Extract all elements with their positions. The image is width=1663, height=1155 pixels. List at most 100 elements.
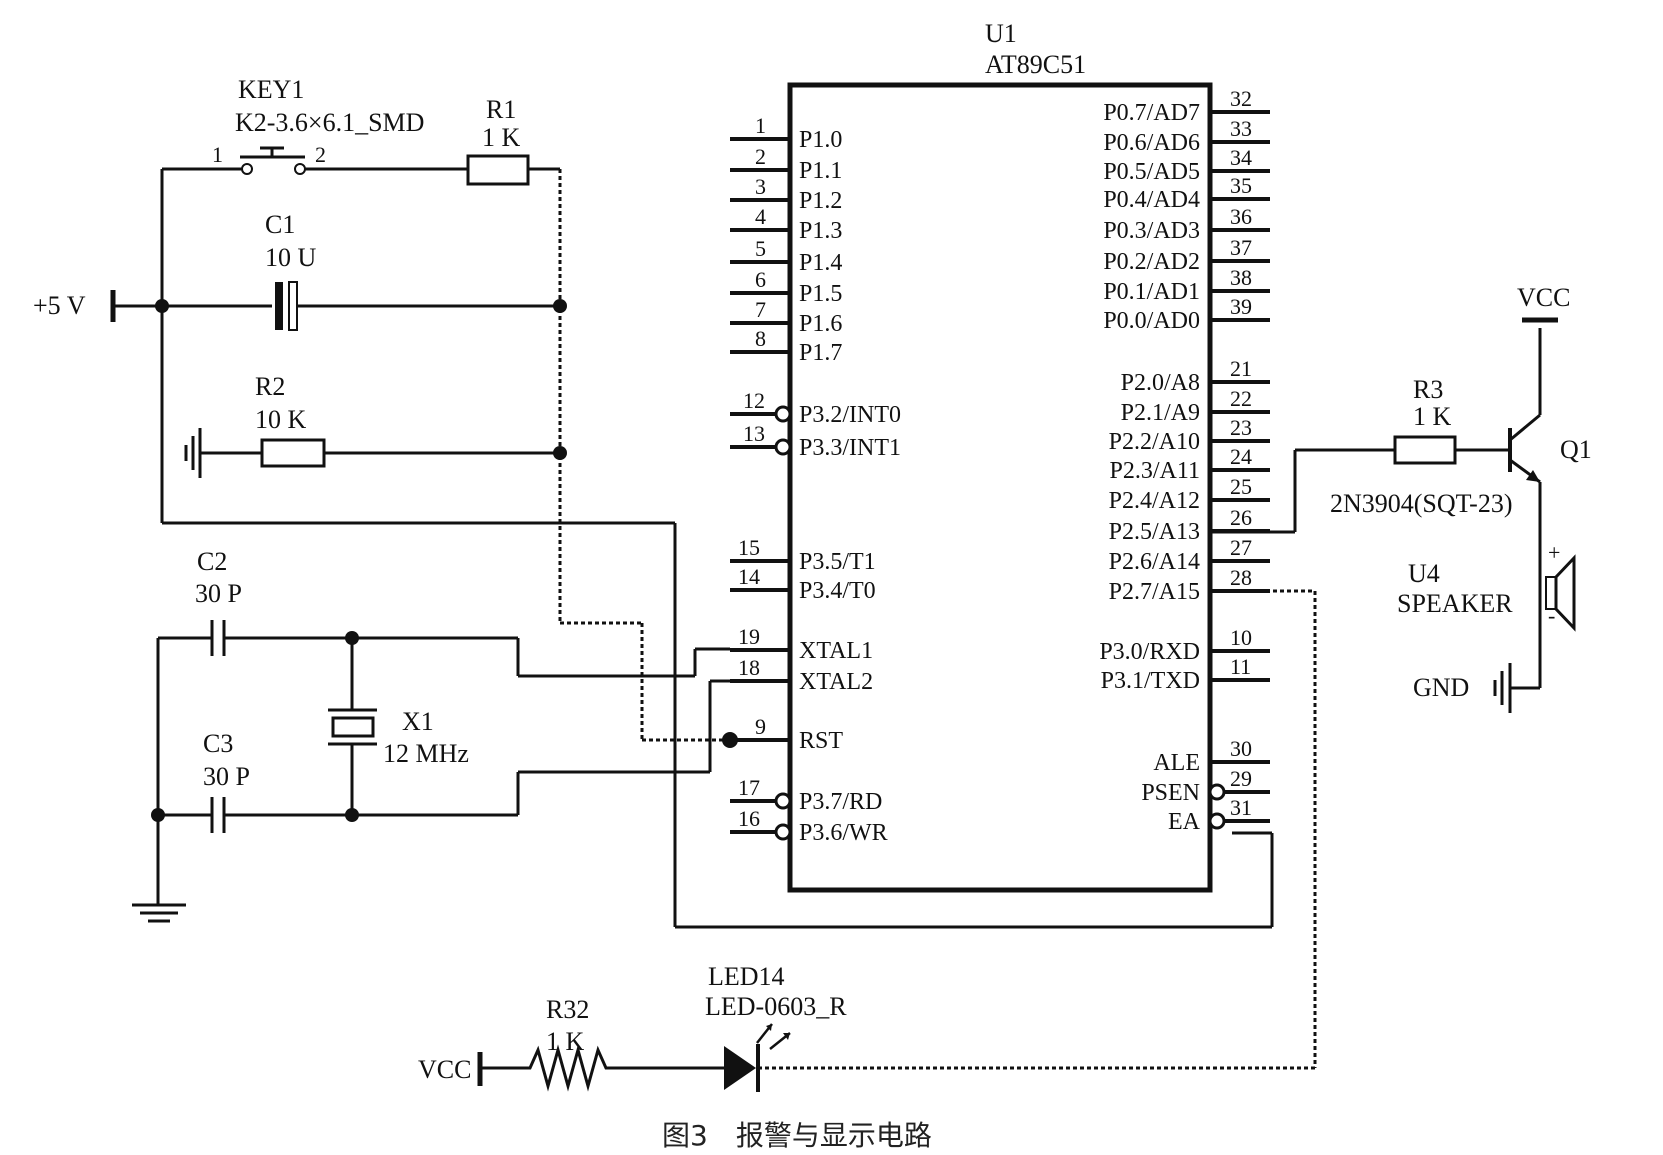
r3-resistor: [1393, 435, 1457, 465]
q1-transistor: [1508, 328, 1542, 560]
led14-part-label: LED-0603_R: [705, 992, 847, 1021]
mcu-pin-name: P2.6/A14: [1109, 549, 1200, 575]
mcu-pin-number: 34: [1230, 145, 1252, 170]
mcu-pin-number: 14: [738, 564, 760, 589]
mcu-pin-number: 29: [1230, 766, 1252, 791]
mcu-pin-number: 4: [755, 204, 766, 229]
mcu-pin-name: P3.3/INT1: [799, 435, 901, 461]
q1-part-label: 2N3904(SQT-23): [1330, 489, 1512, 518]
mcu-pin-3: 3P1.2: [730, 174, 842, 214]
mcu-pin-number: 25: [1230, 474, 1252, 499]
r32-resistor: [520, 1044, 612, 1092]
mcu-pin-number: 3: [755, 174, 766, 199]
svg-text:-: -: [1548, 603, 1555, 628]
vcc-led-label: VCC: [418, 1055, 471, 1084]
vcc-top-label: VCC: [1517, 283, 1570, 312]
mcu-pin-number: 6: [755, 267, 766, 292]
mcu-pin-number: 5: [755, 236, 766, 261]
mcu-pin-number: 9: [755, 714, 766, 739]
mcu-pin-number: 30: [1230, 736, 1252, 761]
mcu-pin-number: 7: [755, 297, 766, 322]
reset-circuit: KEY1 K2-3.6×6.1_SMD 1 2 R1 1 K +5 V C1 1…: [33, 75, 1274, 929]
r2-resistor: [260, 438, 326, 468]
mcu-pin-number: 15: [738, 535, 760, 560]
supply-label: +5 V: [33, 291, 86, 320]
mcu-pin-8: 8P1.7: [730, 326, 842, 366]
mcu-pin-4: 4P1.3: [730, 204, 842, 244]
mcu-part-label: AT89C51: [985, 50, 1086, 79]
r1-ref-label: R1: [486, 95, 516, 124]
mcu-pin-number: 32: [1230, 86, 1252, 111]
mcu-pin-number: 1: [755, 113, 766, 138]
mcu-u1: U1 AT89C51 1P1.02P1.13P1.24P1.35P1.46P1.…: [730, 19, 1270, 893]
mcu-pin-name: P1.7: [799, 340, 842, 366]
ground-symbol-crystal: [132, 903, 186, 923]
mcu-pin-name: P3.1/TXD: [1101, 668, 1200, 694]
mcu-pin-7: 7P1.6: [730, 297, 842, 337]
c3-capacitor: [210, 797, 226, 833]
mcu-pin-number: 23: [1230, 415, 1252, 440]
mcu-pin-name: P1.5: [799, 281, 842, 307]
ground-symbol-speaker: [1493, 663, 1512, 713]
r1-value-label: 1 K: [482, 123, 521, 152]
speaker-driver: R3 1 K Q1 2N3904(SQT-23) VCC + - U4 SPEA…: [1210, 283, 1592, 713]
mcu-pin-name: EA: [1168, 809, 1201, 835]
mcu-pin-name: P3.6/WR: [799, 820, 888, 846]
mcu-pin-name: P0.5/AD5: [1103, 159, 1200, 185]
mcu-pin-number: 21: [1230, 356, 1252, 381]
crystal-circuit: C2 30 P C3 30 P X1 12 MHz: [132, 547, 730, 923]
gnd-label: GND: [1413, 673, 1469, 702]
c3-ref-label: C3: [203, 729, 233, 758]
c1-value-label: 10 U: [265, 243, 317, 272]
mcu-pin-2: 2P1.1: [730, 144, 842, 184]
mcu-right-pins: 32P0.7/AD733P0.6/AD634P0.5/AD535P0.4/AD4…: [1099, 86, 1270, 835]
key1-switch: [162, 146, 468, 175]
mcu-pin-name: P1.4: [799, 250, 842, 276]
mcu-pin-1: 1P1.0: [730, 113, 842, 153]
mcu-pin-name: P2.0/A8: [1121, 370, 1200, 396]
mcu-pin-number: 2: [755, 144, 766, 169]
mcu-pin-number: 33: [1230, 116, 1252, 141]
led-indicator: LED14 LED-0603_R R32 1 K VCC: [418, 589, 1317, 1092]
r1-resistor: [466, 154, 530, 186]
mcu-pin-number: 26: [1230, 505, 1252, 530]
mcu-pin-name: P2.4/A12: [1109, 488, 1200, 514]
r2-value-label: 10 K: [255, 405, 307, 434]
mcu-pin-number: 38: [1230, 265, 1252, 290]
r3-value-label: 1 K: [1413, 402, 1452, 431]
mcu-pin-name: P0.3/AD3: [1103, 218, 1200, 244]
c2-ref-label: C2: [197, 547, 227, 576]
figure-caption: 图3 报警与显示电路: [662, 1119, 932, 1152]
u4-part-label: SPEAKER: [1397, 589, 1513, 618]
mcu-pin-name: P1.1: [799, 158, 842, 184]
mcu-pin-number: 39: [1230, 294, 1252, 319]
mcu-pin-number: 10: [1230, 625, 1252, 650]
mcu-pin-name: P0.1/AD1: [1103, 279, 1200, 305]
r32-value-label: 1 K: [546, 1027, 585, 1056]
mcu-pin-number: 24: [1230, 444, 1252, 469]
mcu-pin-name: P1.2: [799, 188, 842, 214]
mcu-pin-name: RST: [799, 728, 843, 754]
ground-symbol-r2: [184, 428, 202, 478]
r32-ref-label: R32: [546, 995, 589, 1024]
mcu-pin-number: 27: [1230, 535, 1252, 560]
r3-ref-label: R3: [1413, 375, 1443, 404]
c1-ref-label: C1: [265, 210, 295, 239]
mcu-pin-name: XTAL2: [799, 669, 873, 695]
